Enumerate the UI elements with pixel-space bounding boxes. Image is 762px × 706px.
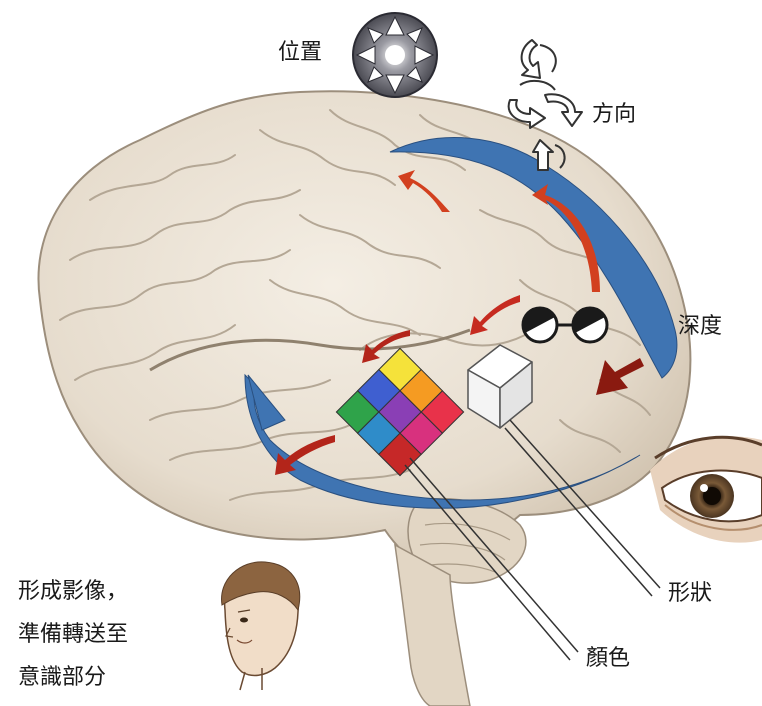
caption-line-2: 準備轉送至 [18, 613, 128, 656]
position-label: 位置 [278, 42, 322, 64]
compass-arrows-icon [353, 13, 437, 97]
human-head-icon [222, 562, 300, 690]
color-label: 顏色 [586, 648, 630, 670]
caption: 形成影像， 準備轉送至 意識部分 [18, 570, 128, 699]
shape-label: 形狀 [668, 583, 712, 605]
caption-line-3: 意識部分 [18, 656, 128, 699]
direction-label: 方向 [592, 104, 636, 126]
caption-line-1: 形成影像， [18, 570, 128, 613]
eye-icon [650, 436, 762, 542]
depth-label: 深度 [678, 316, 722, 338]
